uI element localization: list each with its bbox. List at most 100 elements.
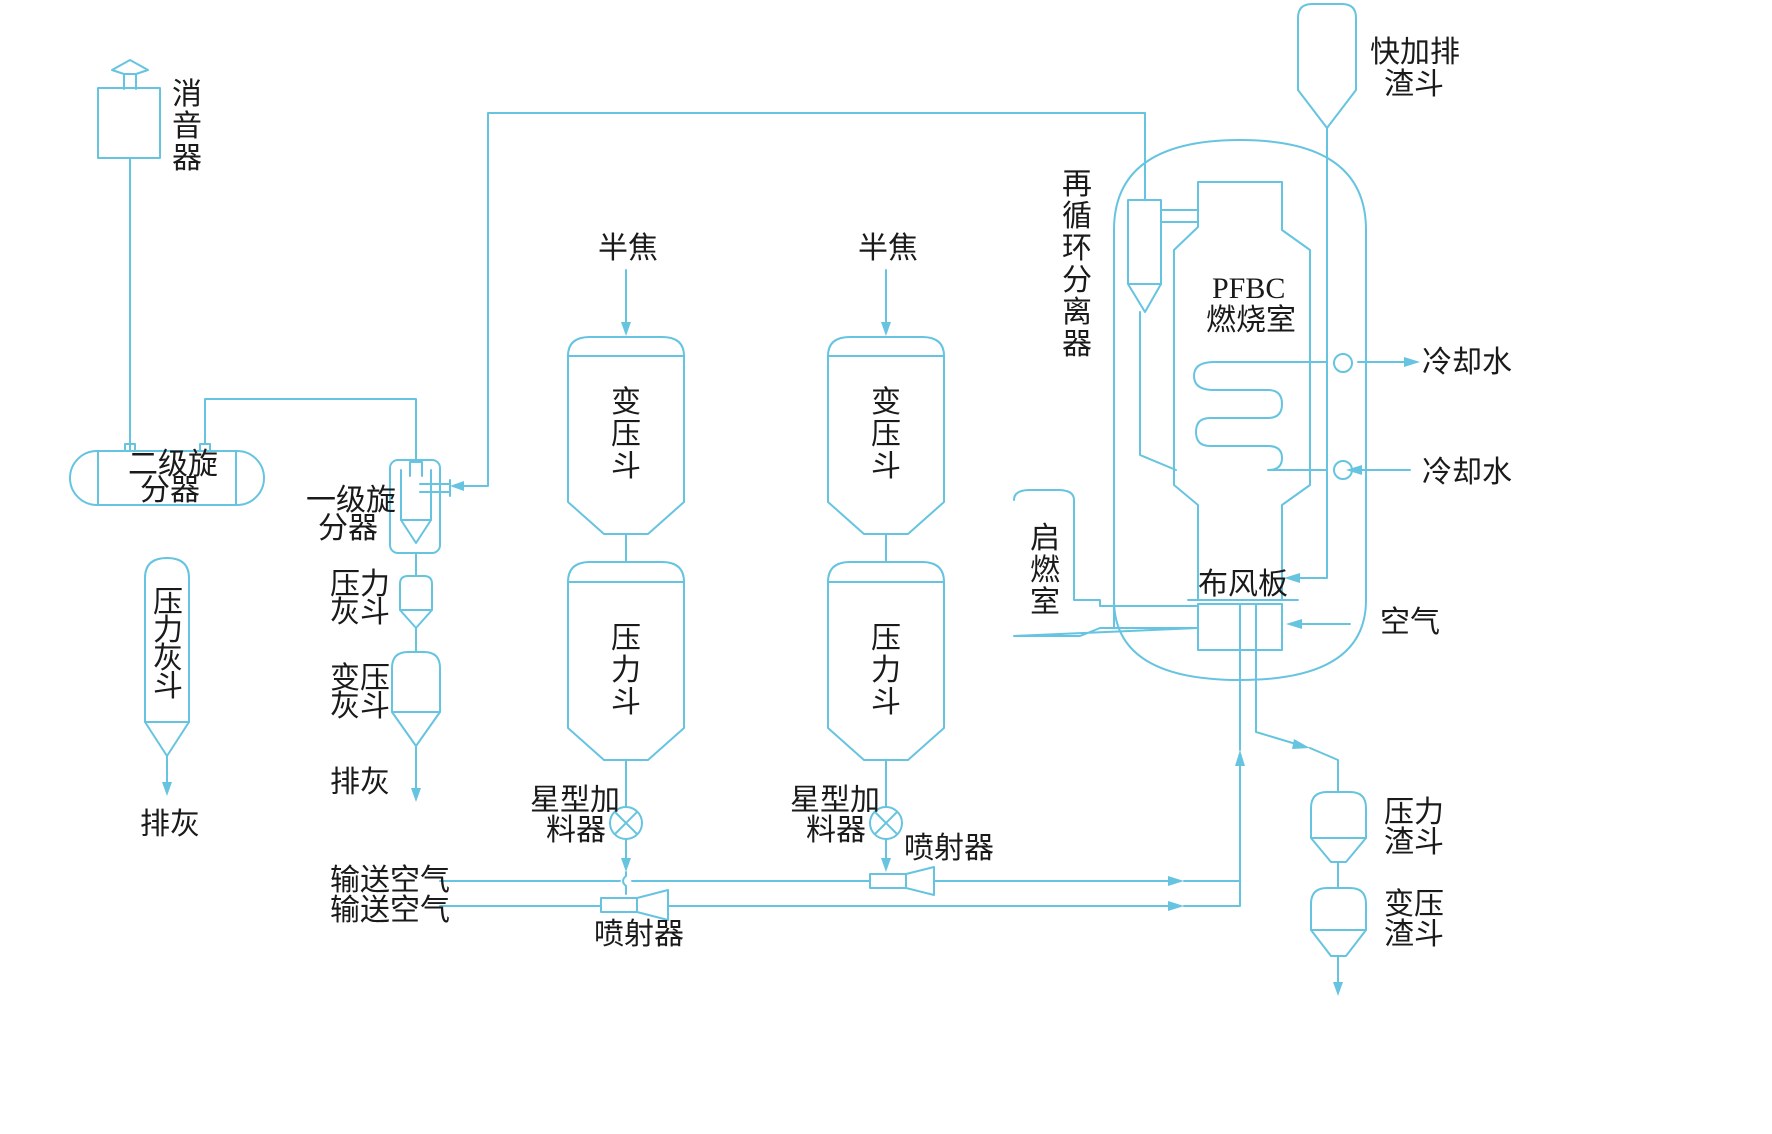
muffler-body	[97, 87, 161, 159]
svg-text:消: 消	[172, 77, 202, 112]
svg-text:压力: 压力	[330, 567, 390, 602]
pressure-slag-hopper	[1310, 791, 1367, 863]
svg-text:循: 循	[1062, 199, 1092, 234]
svg-text:再: 再	[1062, 167, 1092, 202]
label-combustor: 燃烧室	[1206, 303, 1296, 338]
lock-hopper-1	[567, 336, 685, 535]
muffler-cap	[111, 59, 149, 75]
label-lock-hopper-1: 变 压 斗	[611, 385, 641, 484]
secondary-cyclone	[69, 450, 265, 506]
pressure-hopper-1	[567, 561, 685, 761]
label-secondary-cyclone: 二级旋 分器	[128, 447, 218, 508]
label-recycle-separator: 再 循 环 分 离 器	[1062, 167, 1092, 362]
svg-text:斗: 斗	[611, 685, 641, 720]
label-startup-combustor: 启 燃 室	[1030, 521, 1060, 620]
label-primary-cyclone: 一级旋 分器	[306, 483, 396, 546]
primary-cyclone	[389, 459, 451, 554]
label-air: 空气	[1380, 605, 1440, 640]
svg-text:压: 压	[153, 585, 183, 620]
distributor-plate	[1187, 599, 1299, 651]
lock-hopper-2	[827, 336, 945, 535]
svg-text:力: 力	[153, 613, 183, 648]
semicoke-arrow-2	[881, 322, 891, 336]
svg-text:二级旋: 二级旋	[128, 447, 218, 482]
svg-text:变: 变	[611, 385, 641, 420]
svg-text:变压: 变压	[330, 661, 390, 696]
svg-text:压: 压	[611, 621, 641, 656]
label-conveying-air-2: 输送空气	[330, 893, 450, 928]
label-semicoke-1: 半焦	[598, 231, 658, 266]
secondary-cyclone-vessel	[69, 450, 265, 506]
label-pressure-hopper-1: 压 力 斗	[611, 621, 641, 720]
svg-text:灰斗: 灰斗	[330, 595, 390, 630]
svg-text:力: 力	[611, 653, 641, 688]
label-pfbc: PFBC	[1212, 272, 1285, 305]
svg-text:环: 环	[1062, 231, 1092, 266]
pressure-hopper-2	[827, 561, 945, 761]
svg-text:渣斗: 渣斗	[1384, 825, 1444, 860]
startup-combustor	[1013, 489, 1199, 637]
svg-text:灰斗: 灰斗	[330, 689, 390, 724]
svg-text:渣斗: 渣斗	[1384, 917, 1444, 952]
svg-text:离: 离	[1062, 295, 1092, 330]
label-ejector-2: 喷射器	[904, 831, 994, 866]
svg-text:器: 器	[172, 141, 202, 176]
primary-cyclone-shell	[389, 459, 441, 554]
ash-discharge-arrow-left	[162, 782, 172, 796]
svg-text:星型加: 星型加	[530, 783, 620, 818]
svg-text:灰: 灰	[153, 641, 183, 676]
svg-text:压力: 压力	[1384, 795, 1444, 830]
label-cooling-water-out: 冷却水	[1422, 345, 1512, 380]
label-muffler: 消 音 器	[172, 77, 202, 176]
svg-text:斗: 斗	[871, 449, 901, 484]
label-star-feeder-2: 星型加 料器	[790, 783, 880, 848]
label-semicoke-2: 半焦	[858, 231, 918, 266]
svg-text:渣斗: 渣斗	[1384, 67, 1444, 102]
svg-text:燃: 燃	[1030, 553, 1060, 588]
svg-text:启: 启	[1030, 521, 1060, 556]
svg-text:斗: 斗	[611, 449, 641, 484]
label-cooling-water-in: 冷却水	[1422, 455, 1512, 490]
svg-text:压: 压	[871, 417, 901, 452]
svg-text:分器: 分器	[140, 473, 200, 508]
svg-text:星型加: 星型加	[790, 783, 880, 818]
slag-discharge-line	[1255, 603, 1297, 745]
label-quick-slag-hopper: 快加排 渣斗	[1370, 35, 1460, 102]
svg-text:料器: 料器	[546, 813, 606, 848]
svg-text:室: 室	[1030, 585, 1060, 620]
cooling-coil	[1193, 361, 1327, 471]
label-ejector-1: 喷射器	[594, 917, 684, 952]
svg-text:压: 压	[871, 621, 901, 656]
recycle-separator	[1127, 199, 1199, 471]
svg-text:分: 分	[1062, 263, 1092, 298]
ash-discharge-arrow-right	[411, 788, 421, 802]
label-pressure-hopper-2: 压 力 斗	[871, 621, 901, 720]
label-variable-pressure-ash-hopper: 变压 灰斗	[330, 661, 390, 724]
semicoke-arrow-1	[621, 322, 631, 336]
label-ash-discharge-left: 排灰	[140, 807, 200, 842]
svg-text:斗: 斗	[153, 669, 183, 704]
quick-slag-line	[1297, 127, 1328, 579]
muffler	[97, 59, 161, 159]
svg-text:料器: 料器	[806, 813, 866, 848]
label-ash-discharge-right: 排灰	[330, 765, 390, 800]
svg-text:器: 器	[1062, 327, 1092, 362]
pressure-vessel-shell	[1113, 139, 1367, 681]
combustor	[1173, 181, 1311, 601]
label-pressure-ash-hopper-small: 压力 灰斗	[330, 567, 390, 630]
svg-text:变压: 变压	[1384, 887, 1444, 922]
label-pressure-slag-hopper: 压力 渣斗	[1384, 795, 1444, 860]
svg-text:音: 音	[172, 109, 202, 144]
pressure-ash-hopper-small	[399, 575, 433, 629]
label-variable-pressure-slag-hopper: 变压 渣斗	[1384, 887, 1444, 952]
label-pressure-ash-hopper-left: 压 力 灰 斗	[153, 585, 183, 704]
label-conveying-air-1: 输送空气	[330, 863, 450, 898]
secondary-cyclone-inlet-line	[204, 398, 417, 463]
svg-text:一级旋: 一级旋	[306, 483, 396, 518]
ejector-1	[600, 889, 669, 921]
label-star-feeder-1: 星型加 料器	[530, 783, 620, 848]
svg-text:压: 压	[611, 417, 641, 452]
svg-text:快加排: 快加排	[1370, 35, 1460, 70]
pressure-ash-hopper-left	[144, 557, 190, 757]
